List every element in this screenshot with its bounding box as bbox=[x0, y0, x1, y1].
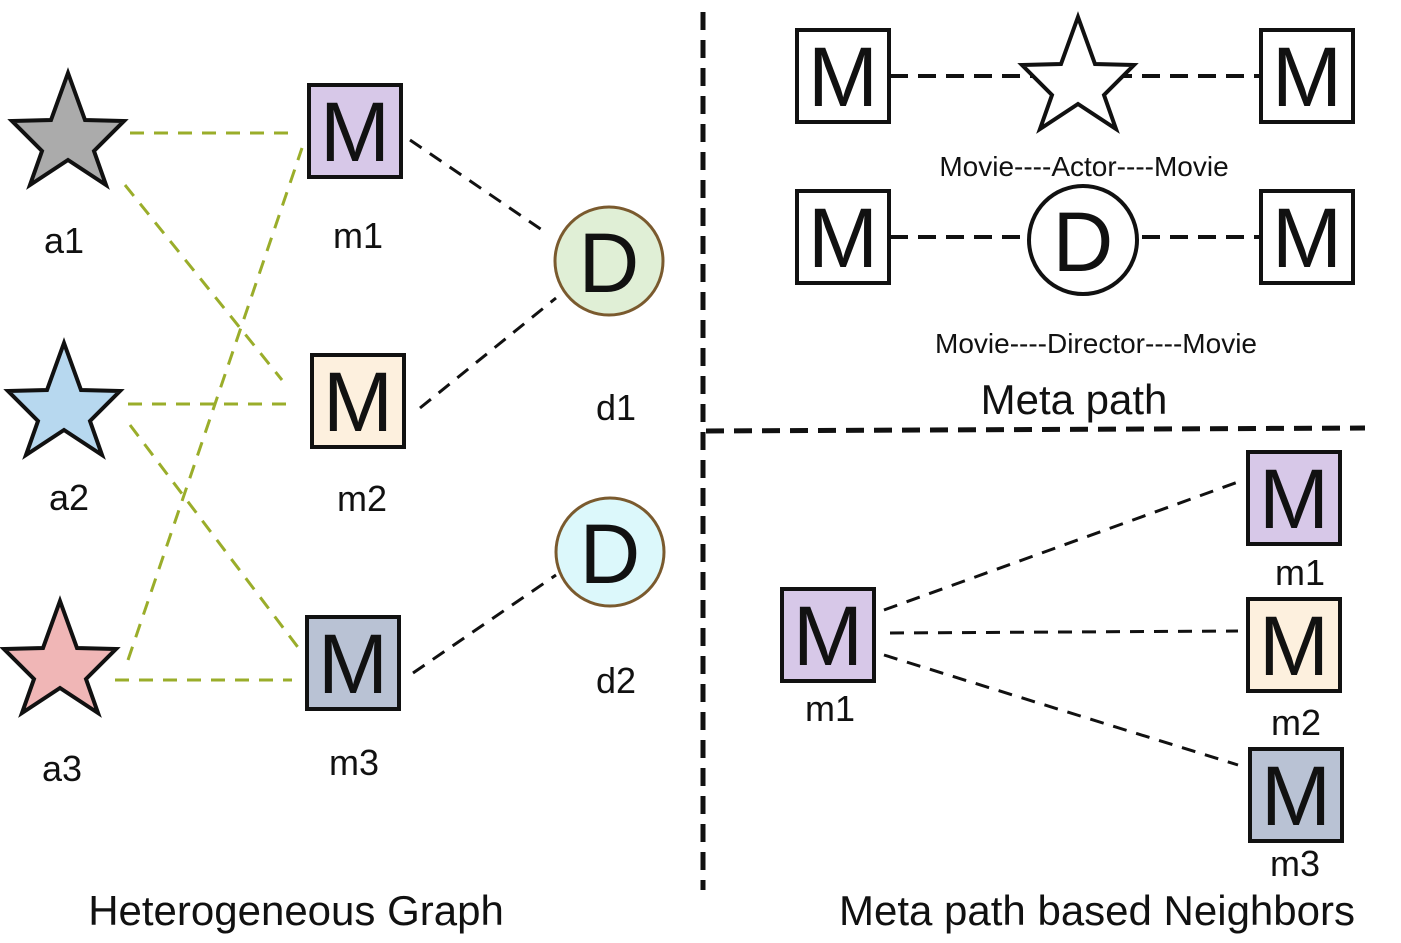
path-left-letter: M bbox=[808, 30, 878, 124]
neighbor-source: M m1 bbox=[780, 587, 876, 729]
edge-source-m3 bbox=[883, 653, 1239, 767]
star-icon bbox=[1017, 11, 1139, 134]
director-label: d1 bbox=[596, 387, 636, 428]
meta-path-director: M D M Movie----Director----Movie bbox=[795, 184, 1355, 359]
path-right-letter: M bbox=[1272, 30, 1342, 124]
movie-m3: M m3 bbox=[305, 615, 401, 783]
actor-label: a1 bbox=[44, 220, 84, 261]
star-icon bbox=[3, 337, 125, 460]
director-label: d2 bbox=[596, 660, 636, 701]
actor-a3: a3 bbox=[0, 595, 121, 789]
movie-letter: M bbox=[793, 589, 863, 683]
movie-m1: M m1 bbox=[307, 83, 403, 256]
actor-movie-edges bbox=[115, 131, 304, 682]
neighbor-target-m3: M m3 bbox=[1248, 747, 1344, 884]
edge-m1-d1 bbox=[409, 138, 546, 234]
edge-source-m2 bbox=[889, 629, 1239, 635]
meta-path-actor: M M Movie----Actor----Movie bbox=[795, 11, 1355, 182]
movie-label: m2 bbox=[1271, 702, 1321, 743]
movie-director-edges bbox=[409, 138, 557, 675]
edge-a2-m3 bbox=[128, 424, 302, 651]
movie-label: m2 bbox=[337, 478, 387, 519]
actor-a1: a1 bbox=[7, 67, 129, 261]
movie-m2: M m2 bbox=[310, 353, 406, 519]
director-d2: D d2 bbox=[554, 496, 666, 701]
actor-a2: a2 bbox=[3, 337, 125, 518]
neighbor-edges bbox=[883, 480, 1239, 767]
movie-label: m1 bbox=[805, 688, 855, 729]
neighbor-target-m1: M m1 bbox=[1246, 450, 1342, 593]
path-left-letter: M bbox=[808, 191, 878, 285]
edge-a3-m1 bbox=[126, 147, 304, 661]
edge-source-m1 bbox=[883, 480, 1239, 612]
edge-m2-d1 bbox=[419, 296, 557, 410]
edge-a1-m2 bbox=[123, 184, 284, 381]
movie-letter: M bbox=[1259, 599, 1329, 693]
movie-letter: M bbox=[1261, 749, 1331, 843]
movie-label: m1 bbox=[333, 215, 383, 256]
heterogeneous-graph-caption: Heterogeneous Graph bbox=[88, 887, 504, 934]
neighbors-caption: Meta path based Neighbors bbox=[839, 887, 1355, 934]
star-icon bbox=[0, 595, 121, 718]
director-letter: D bbox=[579, 216, 640, 310]
movie-letter: M bbox=[323, 355, 393, 449]
movie-letter: M bbox=[320, 85, 390, 179]
horizontal-divider bbox=[705, 425, 1366, 434]
path-label: Movie----Actor----Movie bbox=[939, 151, 1228, 182]
actor-label: a2 bbox=[49, 477, 89, 518]
movie-label: m1 bbox=[1275, 552, 1325, 593]
meta-path-caption: Meta path bbox=[981, 376, 1168, 423]
actor-label: a3 bbox=[42, 748, 82, 789]
director-letter: D bbox=[580, 507, 641, 601]
movie-letter: M bbox=[1259, 452, 1329, 546]
path-label: Movie----Director----Movie bbox=[935, 328, 1257, 359]
director-d1: D d1 bbox=[553, 205, 665, 428]
edge-m3-d2 bbox=[412, 573, 557, 675]
movie-label: m3 bbox=[1270, 843, 1320, 884]
path-right-letter: M bbox=[1272, 191, 1342, 285]
path-middle-letter: D bbox=[1053, 195, 1114, 289]
movie-letter: M bbox=[318, 617, 388, 711]
neighbor-target-m2: M m2 bbox=[1246, 597, 1342, 743]
star-icon bbox=[7, 67, 129, 190]
movie-label: m3 bbox=[329, 742, 379, 783]
